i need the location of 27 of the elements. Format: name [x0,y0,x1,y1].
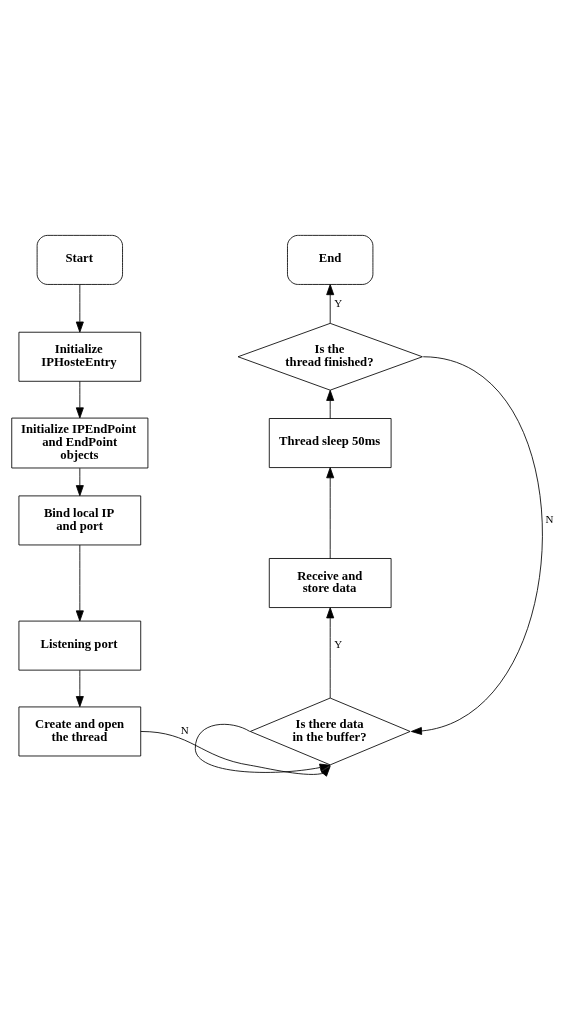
node-box: Receive and store data [268,557,392,608]
arrow [410,355,543,735]
node-box: Initialize IPHosteEntry [18,331,142,382]
edge-label: N [545,512,554,525]
node-box: Bind local IP and port [18,494,142,545]
arrow [75,283,84,333]
edge-label: Y [334,637,342,650]
node-diamond: Is there data in the buffer? [249,697,411,765]
arrow [326,606,335,698]
node-diamond: Is the thread finished? [237,322,423,391]
arrow [326,466,335,559]
node-box: End [287,234,374,285]
node-box: Create and open the thread [18,706,142,756]
arrow [75,669,84,707]
node-box: Start [36,234,123,285]
edge-label: Y [334,296,342,309]
arrow [326,389,335,419]
arrow [140,730,331,777]
edge-label: N [180,723,189,736]
node-box: Thread sleep 50ms [268,417,392,468]
arrow [326,283,335,324]
arrow [75,467,84,496]
arrow [194,723,331,773]
arrow [75,380,84,418]
node-box: Listening port [18,620,142,671]
node-box: Initialize IPEndPoint and EndPoint objects [11,417,149,468]
arrow [75,544,84,621]
